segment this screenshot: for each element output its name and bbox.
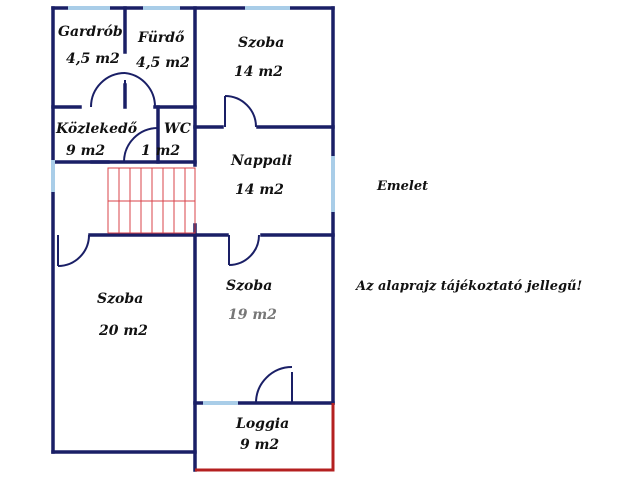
nappali-name: Nappali — [230, 153, 292, 169]
loggia-name: Loggia — [235, 416, 289, 432]
szoba-mid-area: 19 m2 — [228, 307, 277, 323]
kozlekedo-area: 9 m2 — [66, 143, 105, 159]
szoba-left-area: 20 m2 — [98, 323, 148, 339]
kozlekedo-name: Közlekedő — [55, 121, 138, 137]
loggia-area: 9 m2 — [240, 437, 279, 453]
furdo-area: 4,5 m2 — [136, 55, 190, 71]
wc-area: 1 m2 — [141, 143, 180, 159]
wc-name: WC — [164, 121, 191, 137]
furdo-name: Fürdő — [137, 30, 185, 46]
loggia-railing — [195, 403, 335, 472]
gardrob-area: 4,5 m2 — [66, 51, 120, 67]
gardrob-name: Gardrób — [58, 24, 123, 40]
szoba-top-name: Szoba — [238, 35, 284, 51]
doors — [57, 72, 293, 404]
szoba-left-name: Szoba — [97, 291, 143, 307]
nappali-area: 14 m2 — [235, 182, 284, 198]
floor-label: Emelet — [376, 179, 428, 194]
stair — [107, 167, 196, 234]
walls — [51, 6, 335, 472]
disclaimer-label: Az alaprajz tájékoztató jellegű! — [354, 279, 582, 294]
windows — [51, 6, 335, 405]
szoba-top-area: 14 m2 — [234, 64, 283, 80]
szoba-mid-name: Szoba — [226, 278, 272, 294]
